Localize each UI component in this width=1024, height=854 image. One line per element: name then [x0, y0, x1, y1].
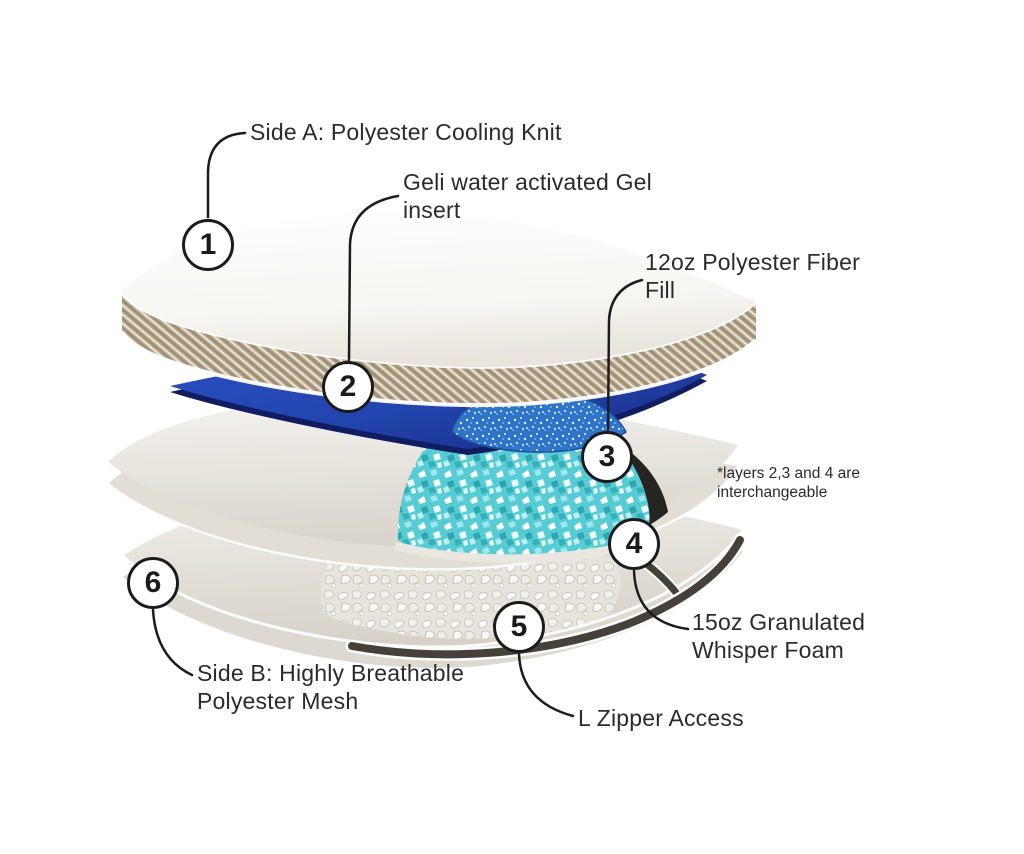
leader-line-4 [632, 569, 690, 631]
leader-lines [151, 131, 690, 718]
callout-label-4: 15oz Granulated Whisper Foam [692, 609, 866, 664]
zipper-band [348, 536, 744, 659]
callout-number-3: 3 [598, 440, 616, 473]
callout-number-4: 4 [625, 527, 643, 560]
leader-line-1 [206, 131, 247, 219]
callout-badge-4: 4 [608, 518, 660, 570]
middle-pillow-under-piping [107, 466, 740, 571]
leader-line-5 [517, 652, 575, 718]
callout-number-6: 6 [144, 566, 162, 599]
callout-label-5: L Zipper Access [578, 705, 744, 731]
callout-badge-2: 2 [322, 361, 374, 413]
top-pillow-top [122, 209, 756, 368]
callout-badge-5: 5 [493, 601, 545, 653]
top-pillow-lower-piping [120, 330, 758, 408]
callout-number-2: 2 [339, 370, 357, 403]
leader-line-2 [347, 194, 400, 362]
middle-pillow-lip [394, 538, 646, 564]
interchangeable-note: *layers 2,3 and 4 are interchangeable [717, 465, 861, 502]
callout-number-1: 1 [199, 228, 217, 261]
top-pillow [120, 209, 758, 408]
callout-number-5: 5 [510, 610, 528, 643]
callout-label-2: Geli water activated Gel insert [403, 169, 652, 224]
callout-label-6: Side B: Highly Breathable Polyester Mesh [197, 660, 465, 715]
leader-line-6 [151, 608, 194, 677]
callout-label-1: Side A: Polyester Cooling Knit [250, 119, 562, 145]
leader-line-3 [606, 278, 644, 432]
callout-badge-6: 6 [127, 557, 179, 609]
top-pillow-gusset [122, 292, 756, 406]
callout-badge-1: 1 [182, 219, 234, 271]
callout-badge-3: 3 [581, 431, 633, 483]
callout-label-3: 12oz Polyester Fiber Fill [645, 249, 860, 304]
bottom-pillow-piping [121, 529, 745, 649]
